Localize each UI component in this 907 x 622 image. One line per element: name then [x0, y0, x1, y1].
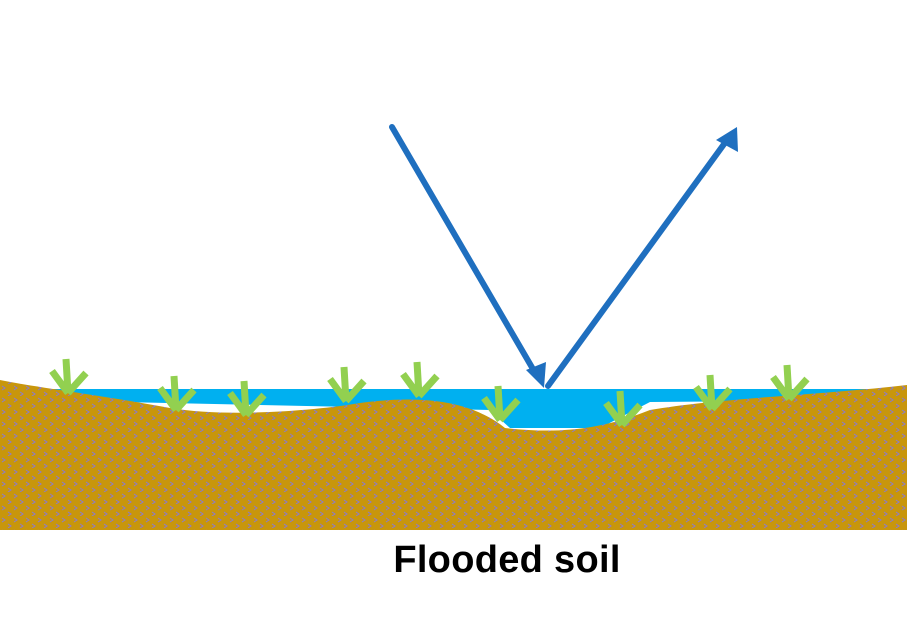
rice-seedling-icon	[603, 390, 643, 428]
rice-seedling-icon	[770, 364, 810, 402]
soil-layer	[0, 380, 907, 530]
rice-seedling-icon	[481, 385, 521, 423]
diagram-caption: Flooded soil	[393, 538, 621, 581]
light-rays	[389, 124, 738, 389]
rice-seedling-icon	[157, 375, 197, 413]
incident-ray-arrowhead	[526, 362, 546, 388]
rice-seedling-icon	[327, 366, 367, 404]
reflected-ray-arrow	[545, 137, 730, 389]
rice-seedling-icon	[227, 380, 267, 418]
reflected-ray-arrowhead	[716, 127, 738, 152]
plants-group	[49, 358, 810, 428]
incident-ray-arrow	[389, 124, 540, 379]
rice-seedling-icon	[49, 358, 89, 396]
rice-seedling-icon	[693, 374, 733, 412]
rice-seedling-icon	[400, 361, 440, 399]
